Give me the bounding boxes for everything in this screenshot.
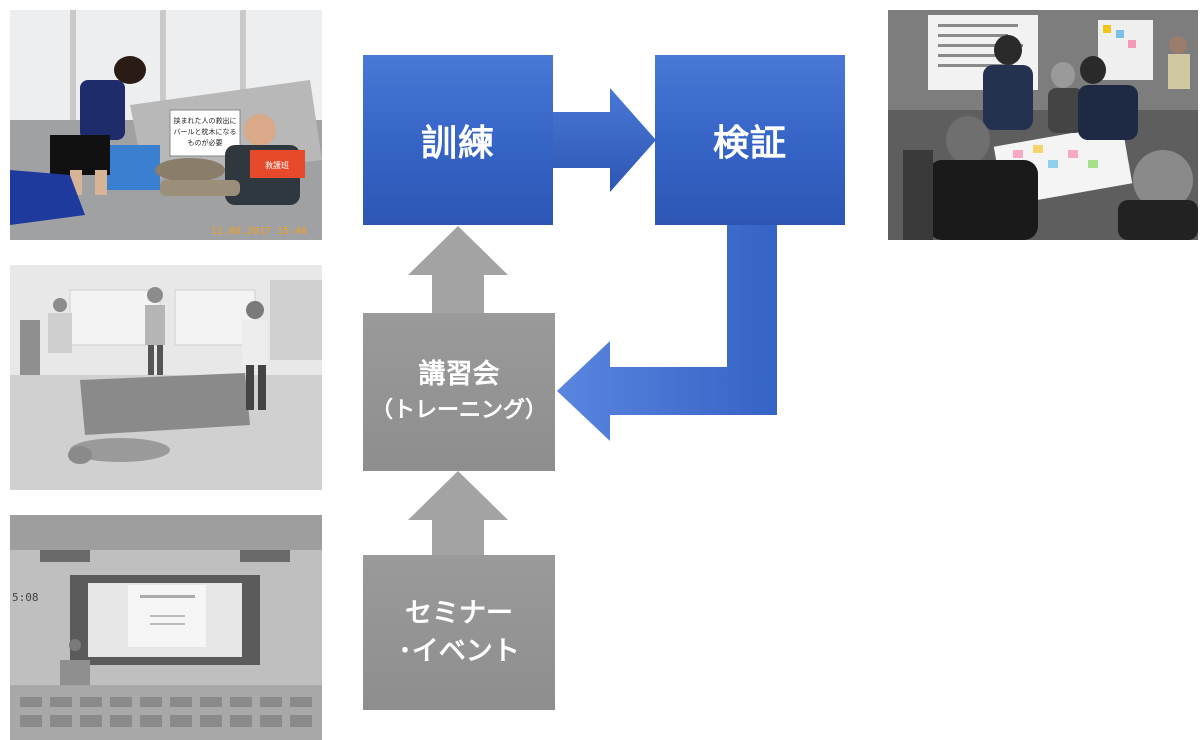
node-lecture: 講習会 （トレーニング） [363, 313, 555, 471]
arrow-lecture-to-training [408, 226, 508, 313]
sign-line-1: 挟まれた人の救出に [174, 116, 237, 125]
node-training: 訓練 [363, 55, 553, 225]
verification-photo [888, 10, 1198, 240]
vest-label: 救護班 [265, 160, 289, 170]
node-lecture-sublabel: （トレーニング） [370, 398, 547, 423]
training-photo: 挟まれた人の救出に バールと枕木になる ものが必要 救護班 11.08.2017… [10, 10, 322, 240]
node-verification: 検証 [655, 55, 845, 225]
arrow-verification-to-lecture [557, 225, 777, 441]
seminar-photo: 5:08 [10, 515, 322, 740]
node-training-label: 訓練 [420, 123, 495, 164]
arrow-seminar-to-lecture [408, 471, 508, 555]
sign-line-2: バールと枕木になる [174, 127, 237, 136]
node-seminar-label-line1: セミナー [405, 597, 513, 629]
arrow-training-to-verification [552, 88, 656, 192]
sign-line-3: ものが必要 [188, 138, 223, 147]
lecture-photo [10, 265, 322, 490]
node-lecture-label: 講習会 [418, 359, 500, 390]
node-seminar: セミナー ･イベント [363, 555, 555, 710]
node-verification-label: 検証 [712, 123, 787, 164]
node-seminar-label-line2: ･イベント [398, 635, 520, 667]
photo-timestamp: 11.08.2017 15:46 [211, 226, 307, 237]
seminar-corner-text: 5:08 [12, 591, 39, 604]
